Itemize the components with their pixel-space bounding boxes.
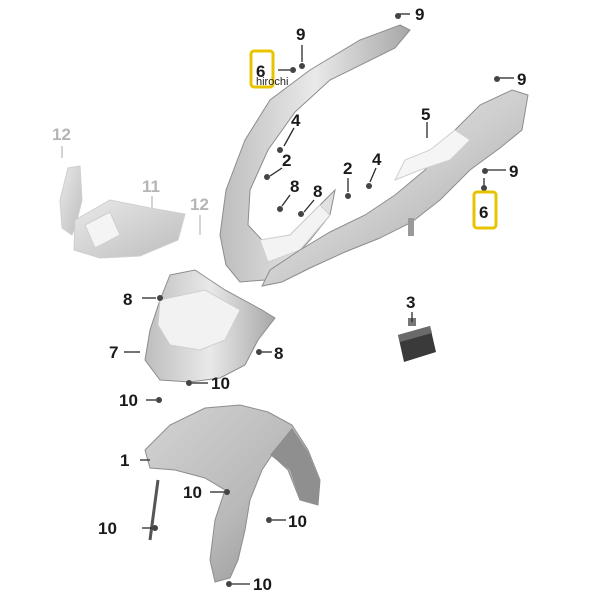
callout-5: 5 xyxy=(421,105,430,124)
callout-8: 8 xyxy=(290,177,299,196)
callout-9: 9 xyxy=(296,25,305,44)
callout-10: 10 xyxy=(211,374,230,393)
callout-10: 10 xyxy=(183,483,202,502)
callout-9: 9 xyxy=(517,70,526,89)
callout-1: 1 xyxy=(120,451,129,470)
leader-lines xyxy=(61,13,514,587)
highlight-box-6-right xyxy=(472,190,498,230)
callout-8: 8 xyxy=(313,182,322,201)
callout-11: 11 xyxy=(142,177,160,196)
callout-12: 12 xyxy=(52,125,71,144)
callout-6: 6 xyxy=(256,62,265,81)
callout-7: 7 xyxy=(109,343,118,362)
callout-2: 2 xyxy=(343,159,352,178)
clip-part xyxy=(398,318,436,362)
callout-10: 10 xyxy=(119,391,138,410)
callout-6: 6 xyxy=(479,203,488,222)
callout-4: 4 xyxy=(291,111,301,130)
highlight-box-6-left xyxy=(249,49,275,89)
callout-10: 10 xyxy=(288,512,307,531)
callout-9: 9 xyxy=(509,162,518,181)
front-fender xyxy=(144,404,321,583)
callout-9: 9 xyxy=(415,5,424,24)
side-panel xyxy=(261,89,529,287)
callout-2: 2 xyxy=(282,151,291,170)
callout-8: 8 xyxy=(123,290,132,309)
headlight-trim-ghost xyxy=(59,165,186,259)
callout-10: 10 xyxy=(253,575,272,594)
inner-bracket xyxy=(144,269,276,383)
watermark-text: hirochi xyxy=(256,76,288,88)
callout-10: 10 xyxy=(98,519,117,538)
callout-8: 8 xyxy=(274,344,283,363)
callout-12: 12 xyxy=(190,195,209,214)
callout-3: 3 xyxy=(406,293,415,312)
upper-fairing-frame xyxy=(219,24,411,283)
callout-4: 4 xyxy=(372,150,382,169)
